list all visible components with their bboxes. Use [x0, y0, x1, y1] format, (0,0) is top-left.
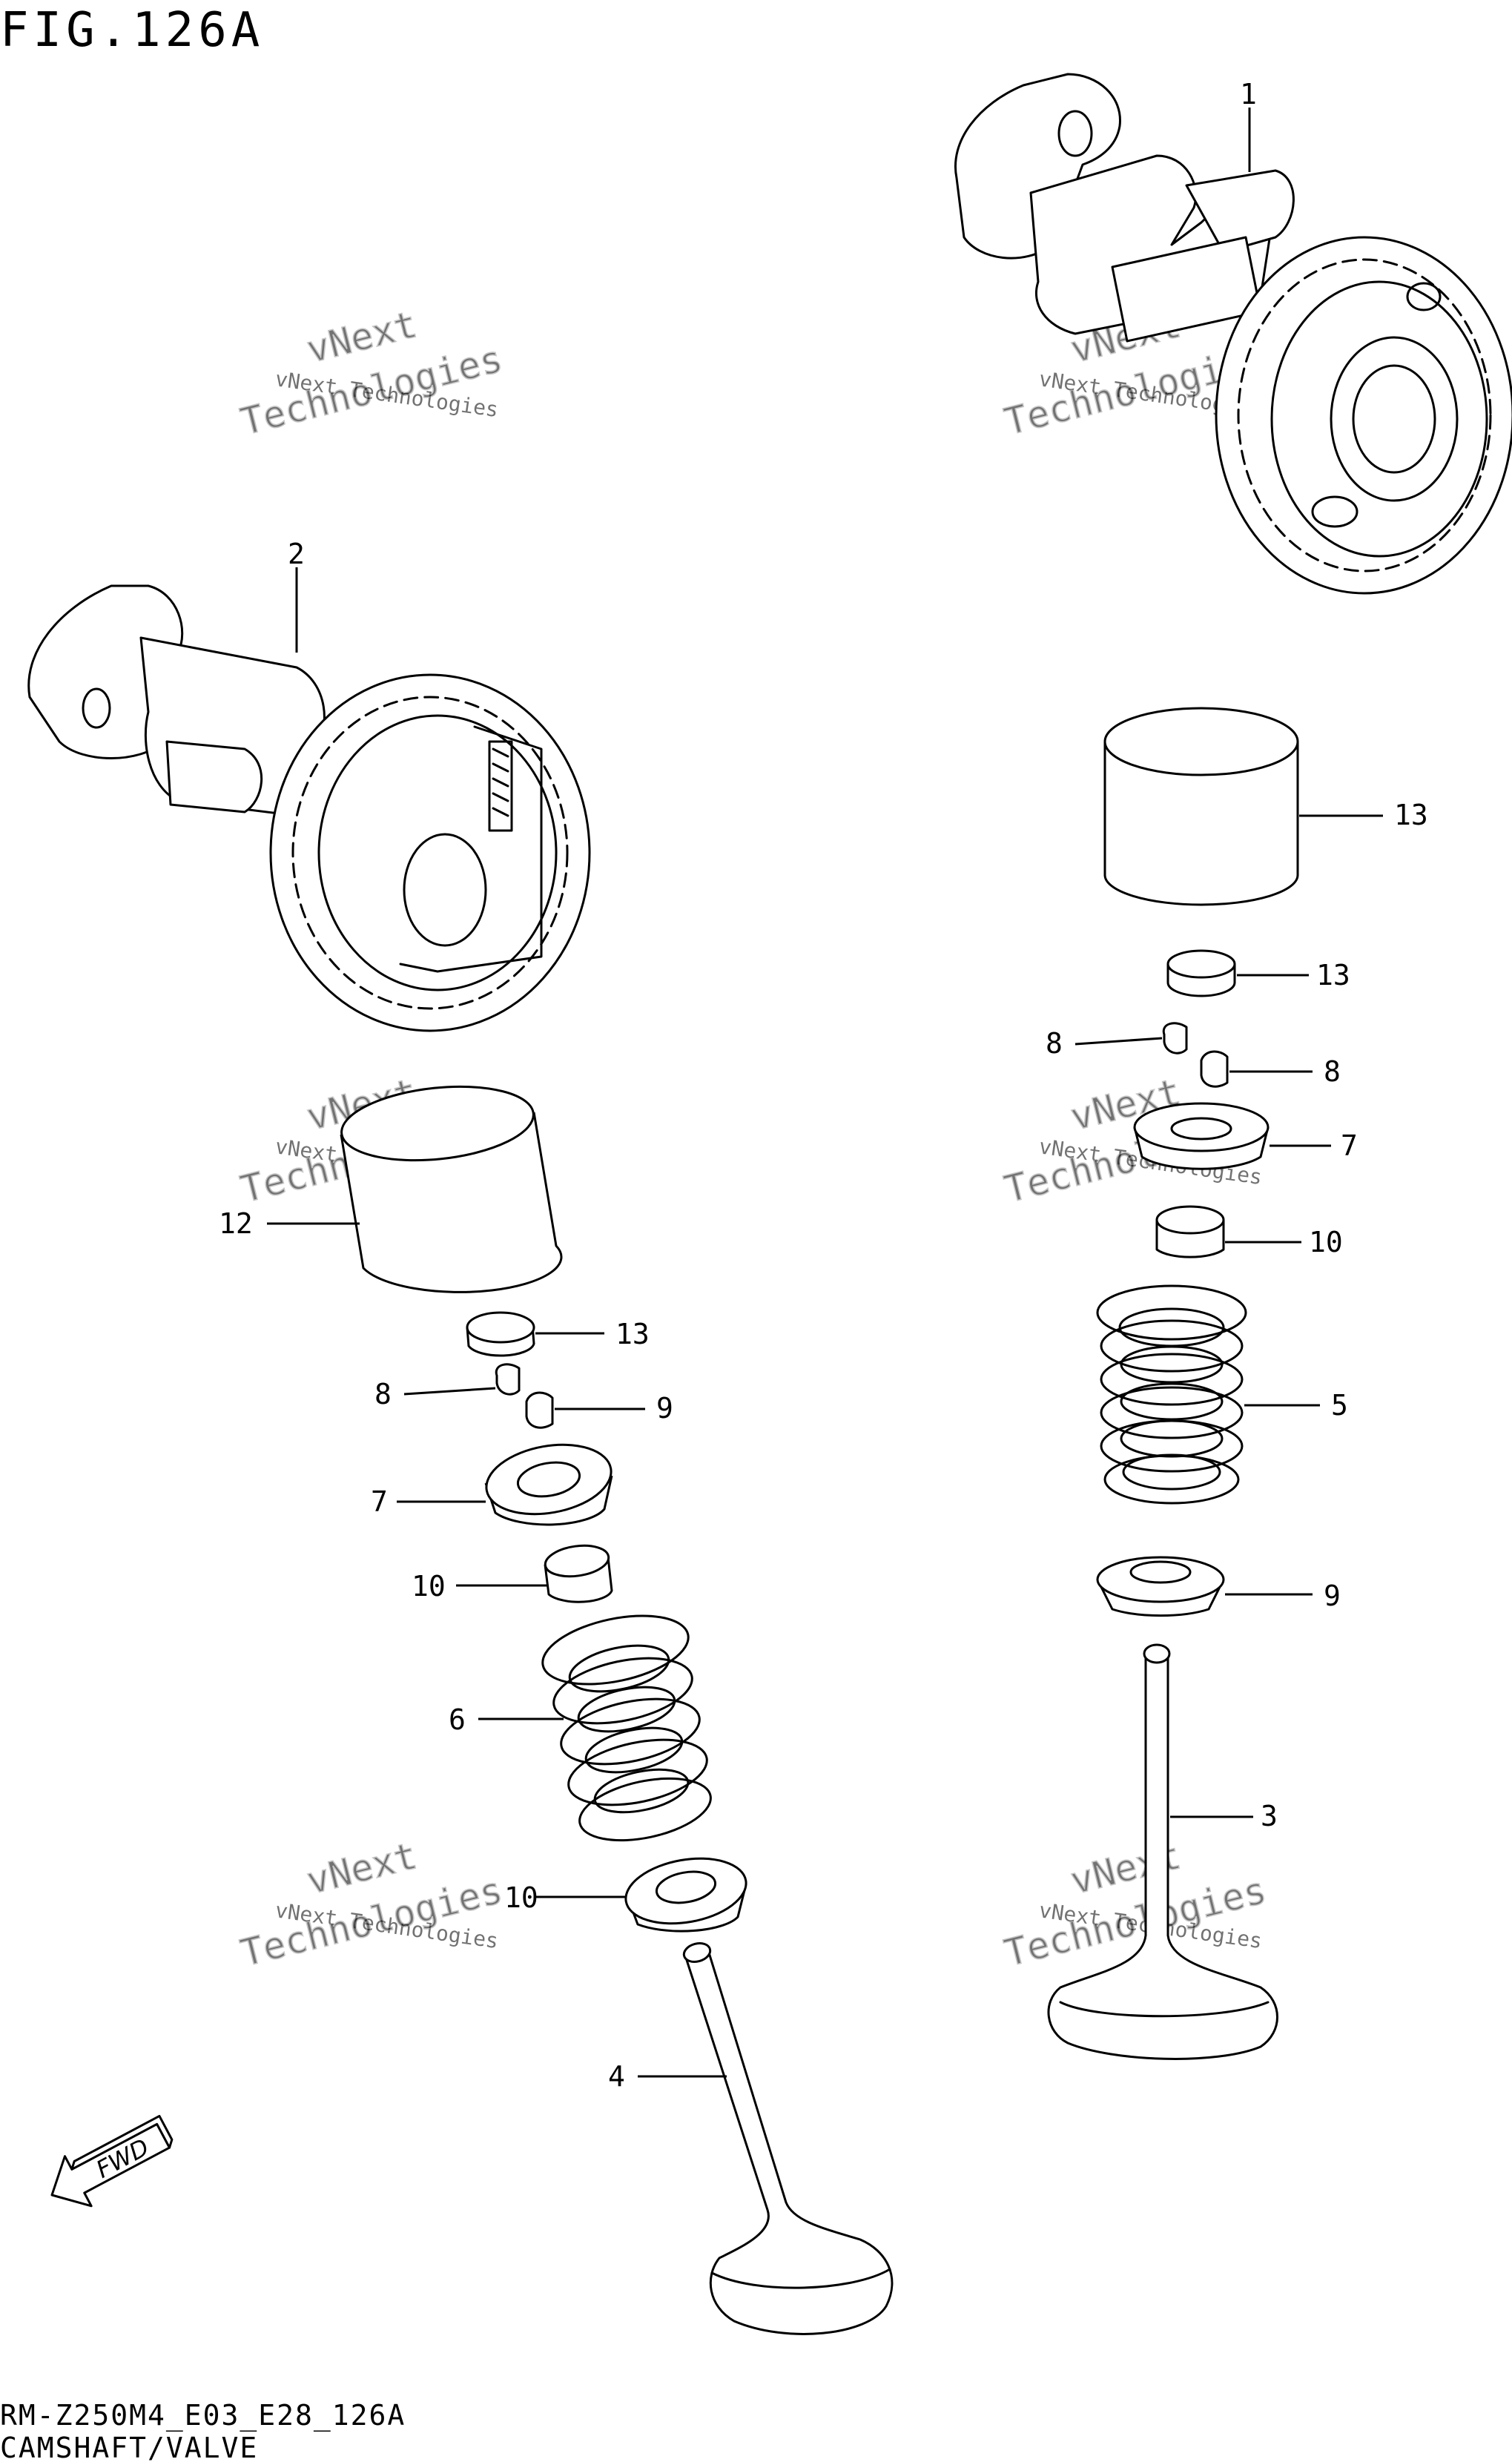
tappet-left	[340, 1085, 563, 1293]
forward-arrow: FWD	[50, 2114, 174, 2208]
camshaft-exhaust	[954, 73, 1512, 595]
camshaft-intake	[27, 584, 591, 1032]
valve-spring-left	[541, 1614, 712, 1842]
valve-intake	[682, 1942, 894, 2335]
callout-10: 10	[1309, 1226, 1343, 1258]
callout-3: 3	[1261, 1800, 1278, 1832]
callout-11: 13	[1394, 799, 1428, 831]
valve-exhaust	[1047, 1643, 1278, 2060]
spring-seat-left	[624, 1857, 747, 1933]
spring-seat-right	[1096, 1556, 1225, 1617]
cam-sprocket	[1215, 236, 1512, 595]
stem-seal-right	[1155, 1205, 1225, 1258]
retainer-left	[484, 1443, 613, 1526]
shim-right	[1166, 949, 1236, 997]
watermark: vNext Technologies vNext Technologies	[236, 302, 507, 444]
callout-9: 10	[504, 1881, 538, 1914]
callout-10: 10	[412, 1570, 446, 1603]
callout-8: 9	[656, 1392, 673, 1425]
callout-8: 8	[1046, 1027, 1063, 1060]
callout-8: 8	[1324, 1055, 1341, 1088]
callout-12: 12	[219, 1207, 253, 1240]
figure-title: FIG.126A	[0, 3, 264, 58]
callout-1: 1	[1240, 78, 1257, 110]
callout-9: 9	[1324, 1580, 1341, 1612]
watermark: vNext Technologies vNext Technologies	[236, 1833, 507, 1976]
callout-2: 2	[288, 538, 305, 570]
retainer-right	[1133, 1102, 1270, 1170]
cotters-right	[1162, 1022, 1229, 1088]
callout-5: 5	[1331, 1389, 1348, 1422]
footer-code: RM-Z250M4_E03_E28_126A	[0, 2399, 406, 2432]
stem-seal-left	[544, 1544, 613, 1603]
callout-7: 7	[1341, 1129, 1358, 1162]
callout-8: 8	[374, 1378, 392, 1410]
callout-13: 13	[615, 1318, 650, 1350]
shim-left	[466, 1311, 535, 1357]
tappet-right	[1103, 707, 1299, 906]
callout-4: 4	[608, 2060, 625, 2093]
cam-sprocket-decomp	[269, 673, 591, 1032]
callout-6: 6	[449, 1703, 466, 1736]
callout-13: 13	[1316, 959, 1350, 991]
callout-7: 7	[371, 1485, 388, 1518]
cotters-left	[495, 1363, 554, 1429]
footer-name: CAMSHAFT/VALVE	[0, 2432, 258, 2462]
valve-spring-right	[1096, 1284, 1247, 1505]
